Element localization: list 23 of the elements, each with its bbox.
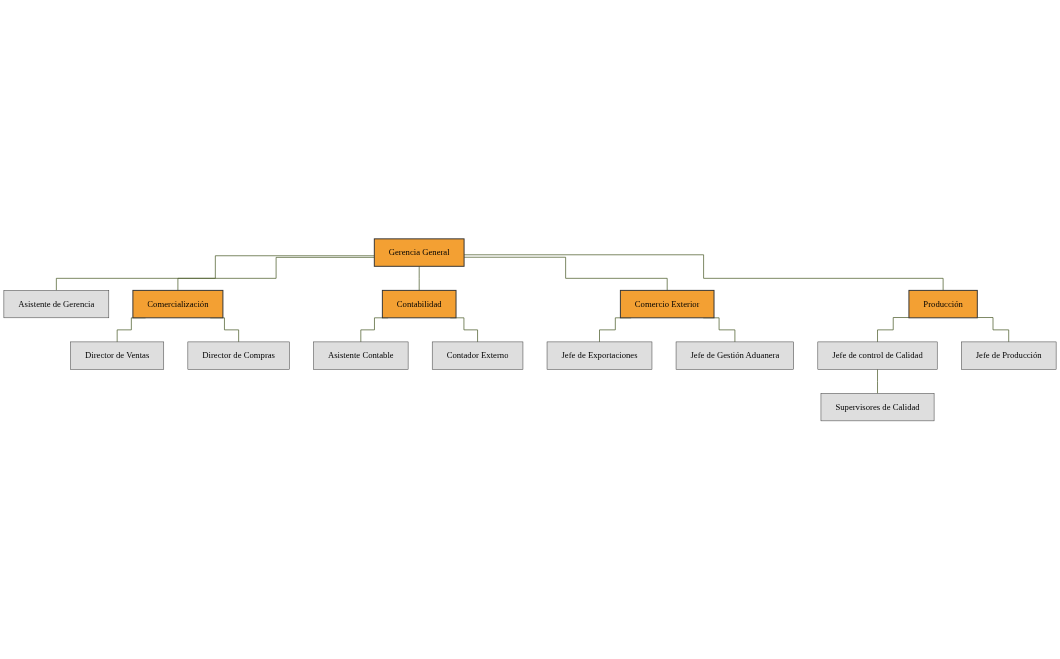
node-box: Asistente Contable <box>313 341 409 370</box>
node-box: Director de Ventas <box>70 341 164 370</box>
connector <box>463 256 668 291</box>
connector <box>877 316 910 342</box>
connector <box>976 316 1010 342</box>
node-box: Contabilidad <box>381 289 457 318</box>
node-box: Producción <box>908 289 978 318</box>
node-box: Jefe de Gestión Aduanera <box>675 341 794 370</box>
node-box: Director de Compras <box>187 341 290 370</box>
node-box: Contador Externo <box>431 341 524 370</box>
node-box: Comercialización <box>132 289 224 318</box>
node-box: Jefe de control de Calidad <box>817 341 938 370</box>
node-box: Jefe de Exportaciones <box>546 341 653 370</box>
node-box: Jefe de Producción <box>961 341 1057 370</box>
node-box: Supervisores de Calidad <box>820 392 935 421</box>
node-box: Gerencia General <box>373 238 465 267</box>
node-box: Asistente de Gerencia <box>3 289 110 318</box>
connector <box>56 255 375 291</box>
connector <box>877 368 878 394</box>
connector <box>418 265 420 291</box>
node-box: Comercio Exterior <box>619 289 715 318</box>
connector <box>177 256 375 291</box>
connector <box>463 254 944 291</box>
